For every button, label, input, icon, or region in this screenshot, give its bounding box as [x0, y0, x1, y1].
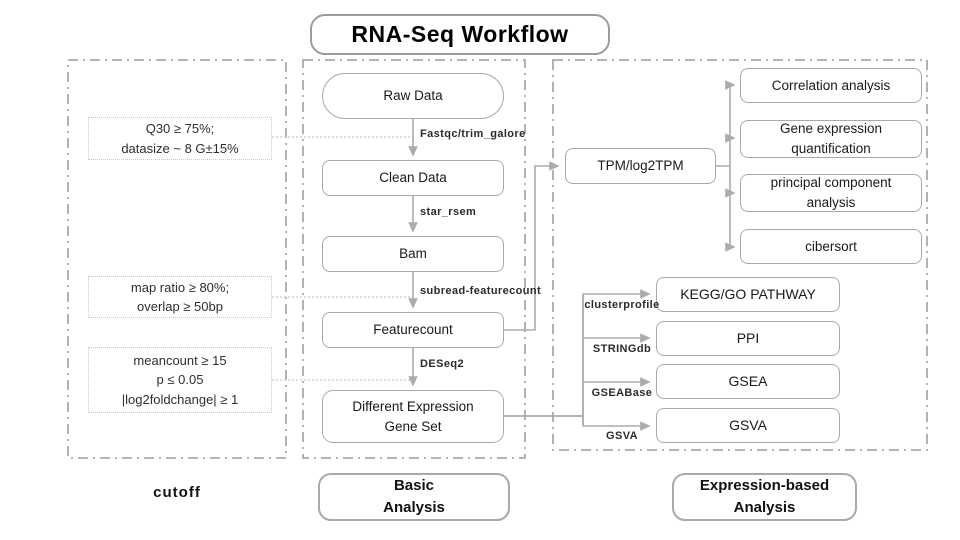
edge-label-star-rsem: star_rsem: [420, 206, 477, 218]
edge-label-deseq2: DESeq2: [420, 358, 464, 370]
node-different-expression-gene-set: Different Expression Gene Set: [322, 390, 504, 443]
link-tpm-trunk: [716, 85, 731, 247]
cutoff-meancount-box: meancount ≥ 15 p ≤ 0.05 |log2foldchange|…: [88, 347, 272, 413]
edge-label-subread-featurecount: subread-featurecount: [420, 285, 542, 297]
node-correlation-analysis: Correlation analysis: [740, 68, 922, 103]
cutoff-map-ratio-box: map ratio ≥ 80%; overlap ≥ 50bp: [88, 276, 272, 318]
node-kegg-go-pathway: KEGG/GO PATHWAY: [656, 277, 840, 312]
cutoff-q30-box: Q30 ≥ 75%; datasize ~ 8 G±15%: [88, 117, 272, 160]
node-raw-data: Raw Data: [322, 73, 504, 119]
node-bam: Bam: [322, 236, 504, 272]
node-principal-component-analysis: principal component analysis: [740, 174, 922, 212]
node-ppi: PPI: [656, 321, 840, 356]
node-gene-expression-quantification: Gene expression quantification: [740, 120, 922, 158]
node-cibersort: cibersort: [740, 229, 922, 264]
node-featurecount: Featurecount: [322, 312, 504, 348]
edge-label-stringdb: STRINGdb: [592, 343, 652, 355]
edge-label-gsva: GSVA: [606, 430, 638, 442]
diagram-title: RNA-Seq Workflow: [310, 14, 610, 55]
footer-label-cutoff: cutoff: [153, 484, 201, 501]
node-clean-data: Clean Data: [322, 160, 504, 196]
panel-expression-frame: [552, 59, 928, 451]
link-featurecount-to-tpm: [503, 161, 560, 331]
node-tpm-log2tpm: TPM/log2TPM: [565, 148, 716, 184]
edge-label-gseabase: GSEABase: [591, 387, 653, 399]
node-gsva: GSVA: [656, 408, 840, 443]
panel-basic-frame: [302, 59, 526, 459]
footer-label-basic-analysis: Basic Analysis: [318, 473, 510, 521]
edge-label-fastqc-trim-galore: Fastqc/trim_galore: [420, 128, 526, 140]
edge-label-clusterprofile: clusterprofile: [584, 299, 660, 311]
footer-label-expression-based-analysis: Expression-based Analysis: [672, 473, 857, 521]
node-gsea: GSEA: [656, 364, 840, 399]
link-deg-trunk: [503, 294, 584, 426]
